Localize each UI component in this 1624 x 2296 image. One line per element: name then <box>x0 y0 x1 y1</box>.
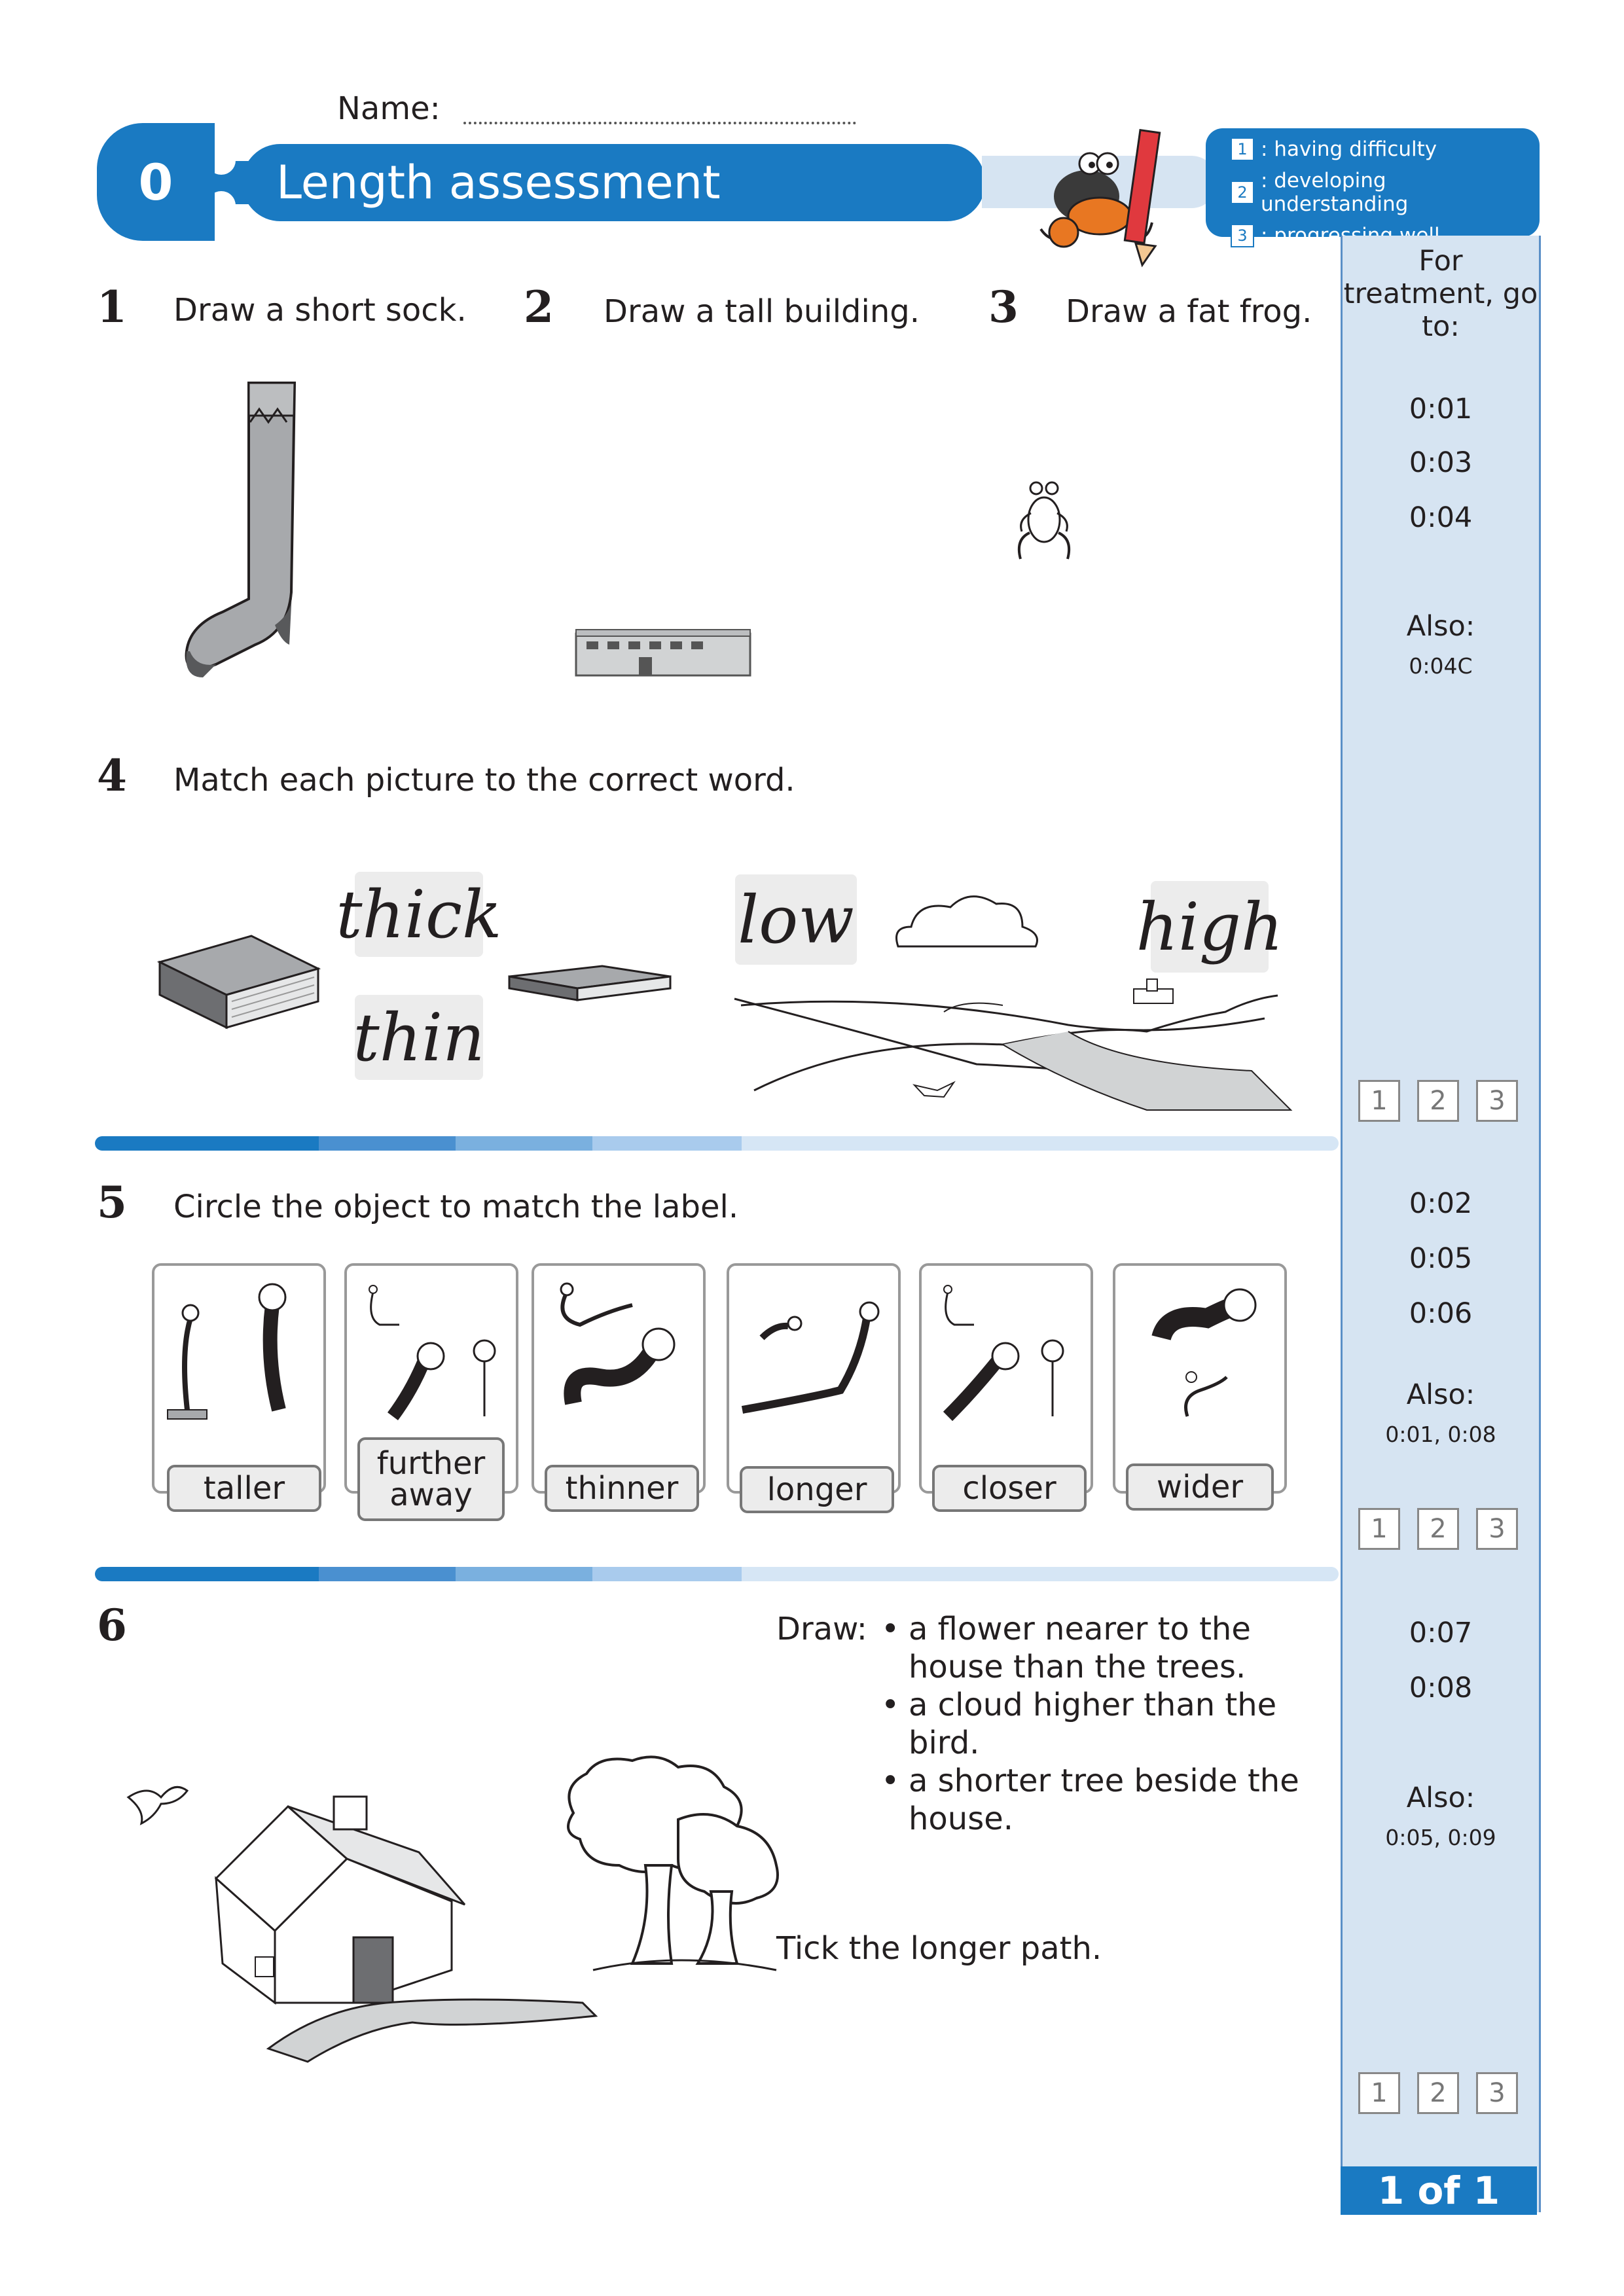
thick-book-icon <box>156 935 321 1030</box>
tick-instruction: Tick the longer path. <box>776 1930 1102 1967</box>
label-wider: wider <box>1126 1463 1274 1511</box>
rating-box[interactable]: 2 <box>1417 2072 1459 2114</box>
question-number: 4 <box>97 750 127 801</box>
question-text: Draw a tall building. <box>604 293 920 330</box>
rating-group-1: 1 2 3 <box>1358 1080 1518 1122</box>
instruction-item: •a cloud higher than the bird. <box>881 1686 1313 1762</box>
also-codes: 0:01, 0:08 <box>1385 1422 1496 1447</box>
picture-card[interactable] <box>919 1263 1093 1494</box>
legend-label: : developing understanding <box>1260 169 1409 216</box>
treatment-code: 0:03 <box>1409 446 1473 479</box>
instruction-text: a shorter tree beside the house. <box>909 1763 1299 1837</box>
question-text: Match each picture to the correct word. <box>173 762 795 798</box>
rating-group-2: 1 2 3 <box>1358 1508 1518 1550</box>
section-divider <box>95 1567 1339 1581</box>
house-path-illustration-icon <box>214 1795 598 2063</box>
word-card-thick[interactable]: thick <box>336 872 502 957</box>
picture-card[interactable] <box>532 1263 706 1494</box>
sock-illustration-icon <box>185 382 297 677</box>
thin-book-icon <box>508 965 672 1001</box>
worm-flower-illustration-icon <box>943 1285 1064 1422</box>
sidebar-heading: For treatment, go to: <box>1343 245 1538 343</box>
word-card-low[interactable]: low <box>735 874 857 965</box>
treatment-code: 0:04 <box>1409 501 1473 534</box>
question-text: Draw a short sock. <box>173 292 467 329</box>
assessment-legend: 1 : having difficulty 2 : developing under… <box>1206 128 1540 247</box>
question-number: 2 <box>524 281 554 332</box>
treatment-code: 0:05 <box>1409 1242 1473 1275</box>
trees-illustration-icon <box>567 1755 779 1971</box>
word-card-thin[interactable]: thin <box>353 995 485 1080</box>
treatment-code: 0:07 <box>1409 1617 1473 1649</box>
worm-flower-illustration-icon <box>369 1285 496 1420</box>
instruction-text: a cloud higher than the bird. <box>909 1687 1277 1761</box>
also-codes: 0:04C <box>1409 653 1473 679</box>
rating-box[interactable]: 3 <box>1476 1080 1518 1122</box>
instruction-text: a flower nearer to the house than the tr… <box>909 1611 1251 1685</box>
treatment-sidebar: For treatment, go to: 0:01 0:03 0:04 Als… <box>1341 236 1541 2212</box>
rating-box[interactable]: 2 <box>1417 1508 1459 1550</box>
also-label: Also: <box>1406 1378 1475 1411</box>
treatment-code: 0:02 <box>1409 1187 1473 1220</box>
rating-box[interactable]: 1 <box>1358 1080 1400 1122</box>
worm-illustration-icon <box>560 1282 676 1405</box>
rating-box[interactable]: 1 <box>1358 1508 1400 1550</box>
label-further-away: further away <box>357 1437 505 1521</box>
instruction-item: •a flower nearer to the house than the t… <box>881 1610 1313 1686</box>
legend-number: 1 <box>1231 137 1254 161</box>
treatment-code: 0:08 <box>1409 1672 1473 1704</box>
instruction-item: •a shorter tree beside the house. <box>881 1762 1313 1838</box>
picture-card[interactable] <box>152 1263 326 1494</box>
question-number: 3 <box>988 281 1019 332</box>
rating-box[interactable]: 1 <box>1358 2072 1400 2114</box>
label-longer: longer <box>740 1466 894 1513</box>
building-illustration-icon <box>575 629 751 677</box>
also-label: Also: <box>1406 610 1475 643</box>
question-text: Circle the object to match the label. <box>173 1189 739 1225</box>
question-number: 6 <box>97 1600 127 1651</box>
rating-box[interactable]: 3 <box>1476 2072 1518 2114</box>
worm-illustration-icon <box>741 1301 880 1414</box>
unit-number-badge: 0 <box>97 123 215 241</box>
label-taller: taller <box>167 1465 321 1512</box>
also-codes: 0:05, 0:09 <box>1385 1825 1496 1850</box>
legend-number: 2 <box>1231 181 1254 204</box>
treatment-code: 0:06 <box>1409 1297 1473 1330</box>
rating-box[interactable]: 3 <box>1476 1508 1518 1550</box>
frog-illustration-icon <box>1017 481 1071 560</box>
section-divider <box>95 1136 1339 1151</box>
bird-illustration-icon <box>126 1785 189 1825</box>
instruction-list: •a flower nearer to the house than the t… <box>881 1610 1313 1838</box>
picture-card[interactable] <box>727 1263 901 1494</box>
crab-mascot-icon <box>1039 129 1161 268</box>
worm-illustration-icon <box>1151 1288 1257 1417</box>
also-label: Also: <box>1406 1782 1475 1814</box>
legend-number: 3 <box>1231 224 1254 247</box>
landscape-cloud-plane-icon <box>734 895 1293 1111</box>
picture-card[interactable] <box>1113 1263 1287 1494</box>
question-number: 5 <box>97 1177 127 1228</box>
rating-group-3: 1 2 3 <box>1358 2072 1518 2114</box>
legend-label: : having difficulty <box>1261 137 1437 161</box>
label-thinner: thinner <box>545 1465 699 1512</box>
name-field[interactable] <box>463 122 856 124</box>
name-label: Name: <box>337 90 441 127</box>
label-closer: closer <box>932 1465 1087 1512</box>
question-number: 1 <box>97 281 127 332</box>
page-title: Length assessment <box>242 144 985 221</box>
word-card-high[interactable]: high <box>1136 881 1283 973</box>
page-indicator: 1 of 1 <box>1341 2166 1537 2215</box>
treatment-code: 0:01 <box>1409 393 1473 425</box>
question-text: Draw a fat frog. <box>1066 293 1312 330</box>
draw-label: Draw: <box>776 1611 867 1647</box>
worm-illustration-icon <box>167 1283 287 1420</box>
rating-box[interactable]: 2 <box>1417 1080 1459 1122</box>
